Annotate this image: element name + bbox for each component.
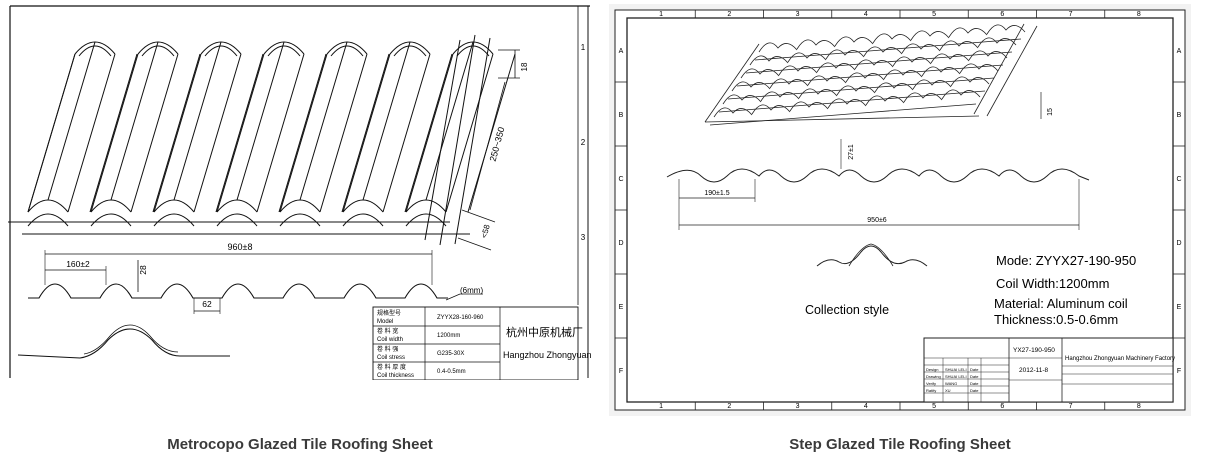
dim-wave-height: 27±1: [848, 144, 855, 160]
table-label-en: Model: [377, 319, 393, 325]
frame-col-label: 5: [932, 11, 936, 18]
frame-row-label: B: [619, 112, 624, 119]
side-tick-3: 3: [581, 233, 586, 242]
frame-col-label: 2: [727, 11, 731, 18]
table-label-en: Coil stress: [377, 355, 405, 361]
frame-row-label: A: [619, 48, 624, 55]
frame-row-label: A: [1177, 48, 1182, 55]
frame-col-label: 5: [932, 403, 936, 410]
dim-wave-pitch: 160±2: [66, 259, 90, 269]
frame-col-label: 6: [1000, 403, 1004, 410]
table-label-cn: 规格型号: [377, 309, 401, 317]
frame-col-label: 3: [796, 403, 800, 410]
title-block-date: 2012-11-8: [1019, 367, 1049, 374]
dim-height-top: 18: [520, 62, 529, 71]
frame-row-label: F: [619, 368, 623, 375]
spec-thickness: Thickness:0.5-0.6mm: [994, 312, 1118, 327]
title-block-role: Drawing: [926, 374, 941, 379]
frame-col-label: 1: [659, 11, 663, 18]
metrocopo-spec-table: 规格型号 Model ZYYX28-160-960 卷 料 宽 Coil wid…: [372, 306, 592, 381]
company-name-en: Hangzhou Zhongyuan: [503, 350, 592, 360]
title-block-role: Verify: [926, 381, 936, 386]
frame-row-label: C: [1176, 176, 1181, 183]
title-block-date-label: Date: [970, 381, 979, 386]
frame-col-label: 6: [1000, 11, 1004, 18]
frame-row-label: E: [1177, 304, 1182, 311]
frame-row-label: C: [618, 176, 623, 183]
title-block-name: SHUAI LELI: [945, 374, 967, 379]
collection-style-shape: [816, 245, 928, 267]
frame-col-label: 1: [659, 403, 663, 410]
frame-col-label: 4: [864, 11, 868, 18]
frame-row-label: F: [1177, 368, 1181, 375]
frame-col-label: 7: [1069, 11, 1073, 18]
dim-thickness: (6mm): [460, 286, 483, 295]
frame-col-label: 8: [1137, 11, 1141, 18]
metrocopo-drawing: 1 2 3 18 250~350 <58 960±8 160±2 28: [8, 5, 592, 381]
side-tick-2: 2: [581, 138, 586, 147]
table-value: 1200mm: [437, 333, 460, 339]
dim-wave-height: 28: [138, 265, 148, 275]
step-tile-isometric-sheet: [704, 23, 1038, 126]
dim-total-width: 950±6: [867, 217, 887, 224]
metrocopo-profile: [28, 283, 448, 299]
dim-step: <58: [479, 223, 491, 239]
metrocopo-isometric-sheet: [8, 34, 516, 246]
title-block: YX27-190-950 2012-11-8 Hangzhou Zhongyua…: [923, 337, 1175, 403]
title-block-name: WANG: [945, 381, 957, 386]
title-block-role: Ratify: [926, 388, 936, 393]
table-label-en: Coil width: [377, 337, 403, 343]
title-block-model: YX27-190-950: [1013, 347, 1055, 354]
spec-coil-width: Coil Width:1200mm: [996, 276, 1109, 291]
step-tile-profile: [666, 168, 1090, 183]
frame-col-label: 3: [796, 11, 800, 18]
table-value: G235-30X: [437, 351, 464, 357]
table-label-cn: 卷 料 厚 度: [377, 363, 406, 371]
spec-material: Material: Aluminum coil: [994, 296, 1128, 311]
title-block-date-label: Date: [970, 374, 979, 379]
title-block-role: Design: [926, 367, 938, 372]
dim-pitch: 190±1.5: [704, 190, 729, 197]
title-block-company: Hangzhou Zhongyuan Machinery Factory: [1065, 356, 1175, 362]
title-block-date-label: Date: [970, 388, 979, 393]
dim-pitch: 250~350: [488, 126, 507, 163]
table-value: ZYYX28-160-960: [437, 315, 484, 321]
title-block-name: SHUAI LELI: [945, 367, 967, 372]
frame-col-label: 2: [727, 403, 731, 410]
spec-mode: Mode: ZYYX27-190-950: [996, 253, 1136, 268]
frame-row-label: D: [618, 240, 623, 247]
frame-row-label: B: [1177, 112, 1182, 119]
table-label-en: Coil thickness: [377, 373, 414, 379]
caption-step-tile: Step Glazed Tile Roofing Sheet: [789, 436, 1011, 453]
frame-row-label: D: [1176, 240, 1181, 247]
title-block-name: XU: [945, 388, 951, 393]
collection-style-label: Collection style: [805, 303, 889, 317]
company-name-cn: 杭州中原机械厂: [506, 325, 583, 339]
title-block-date-label: Date: [970, 367, 979, 372]
table-label-cn: 卷 料 强: [377, 345, 398, 353]
table-value: 0.4-0.5mm: [437, 369, 466, 375]
frame-row-label: E: [619, 304, 624, 311]
frame-col-label: 4: [864, 403, 868, 410]
metrocopo-ridge-cap: [17, 328, 230, 359]
dim-bottom-gap: 62: [202, 299, 212, 309]
dim-total-width: 960±8: [228, 242, 253, 252]
caption-metrocopo: Metrocopo Glazed Tile Roofing Sheet: [167, 436, 433, 453]
side-tick-1: 1: [581, 43, 586, 52]
table-label-cn: 卷 料 宽: [377, 327, 398, 335]
metrocopo-drawing-panel: 1 2 3 18 250~350 <58 960±8 160±2 28: [0, 0, 595, 381]
frame-col-label: 8: [1137, 403, 1141, 410]
frame-col-label: 7: [1069, 403, 1073, 410]
dim-step-height: 15: [1047, 108, 1054, 116]
